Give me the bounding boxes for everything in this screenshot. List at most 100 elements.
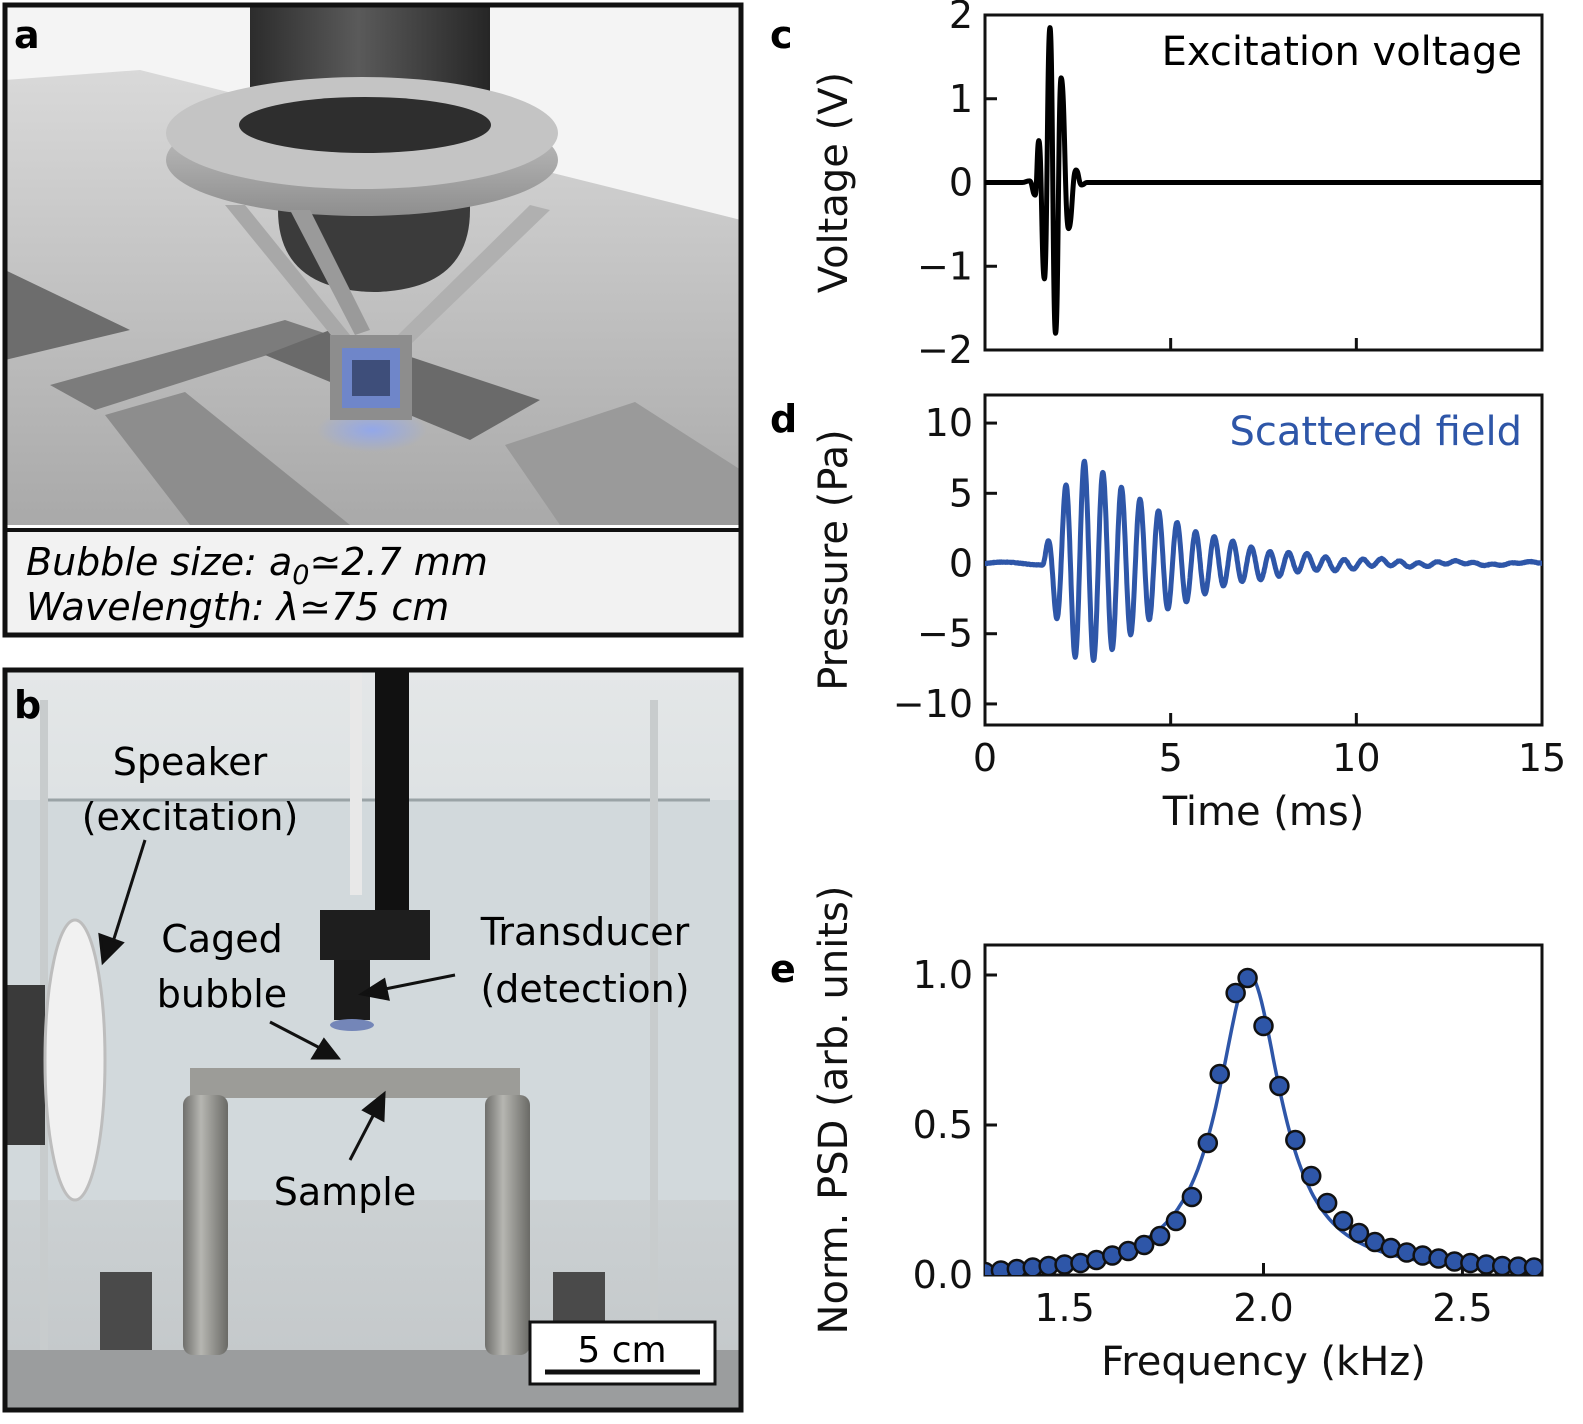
sample-arrow xyxy=(348,1111,377,1161)
pressure-trace xyxy=(985,458,1542,663)
plot-frame xyxy=(983,943,1544,1277)
panel-a-frame xyxy=(2,2,744,638)
panel-b-frame xyxy=(2,667,744,1413)
psd-data-point xyxy=(1316,1192,1338,1214)
cube-inner xyxy=(352,360,390,396)
x-tick-label: 5 xyxy=(1159,736,1183,780)
speaker-body xyxy=(5,985,45,1145)
plot-data xyxy=(985,458,1542,663)
sample-plate xyxy=(190,1068,520,1098)
psd-data-point xyxy=(1237,967,1258,989)
wavelength-caption: Wavelength: λ≃75 cm xyxy=(26,585,449,629)
legend-label: Scattered field xyxy=(1230,409,1522,455)
y-tick-label: 0.0 xyxy=(913,1253,973,1297)
y-axis-label: Voltage (V) xyxy=(811,72,857,293)
sample-post xyxy=(485,1095,530,1355)
panel-b-letter: b xyxy=(14,683,41,727)
scale-bar-label: 5 cm xyxy=(577,1330,666,1371)
cage-strut xyxy=(290,210,370,335)
psd-data-point xyxy=(1149,1225,1171,1247)
speaker xyxy=(43,918,107,1202)
tank-edge xyxy=(650,700,658,1350)
annotation-arrows xyxy=(98,839,456,1161)
transducer-label: (detection) xyxy=(480,967,689,1011)
x-tick-label: 1.5 xyxy=(1034,1286,1094,1330)
plot-frame xyxy=(983,393,1544,727)
y-tick-label: 1.0 xyxy=(913,953,973,997)
plot-data xyxy=(985,25,1542,336)
arrow-head xyxy=(310,1037,342,1060)
y-axis-label: Pressure (Pa) xyxy=(811,429,857,691)
x-tick-label: 15 xyxy=(1518,736,1566,780)
x-tick-label: 2.5 xyxy=(1432,1286,1492,1330)
speaker-label: Speaker xyxy=(113,740,268,784)
caged-bubble-label: bubble xyxy=(157,972,287,1016)
water xyxy=(5,800,741,1200)
panel-a: Bubble size: a0≃2.7 mm Wavelength: λ≃75 … xyxy=(2,2,744,638)
transducer-arrow xyxy=(379,973,456,992)
caged-bubble-label: Caged xyxy=(161,917,282,961)
x-tick-label: 2.0 xyxy=(1233,1286,1293,1330)
psd-data-point xyxy=(1181,1186,1203,1208)
y-tick-label: 2 xyxy=(949,0,973,37)
caged-bubble-arrow xyxy=(269,1020,321,1050)
arrow-head xyxy=(358,977,390,1001)
y-tick-label: 0 xyxy=(949,542,973,586)
speaker-arrow xyxy=(110,839,147,946)
chart-psd: 1.5 2.0 2.5 0.0 0.5 1.0 Norm. PSD (arb. units)… xyxy=(811,886,1544,1385)
table-slot xyxy=(105,392,350,525)
panel-c-letter: c xyxy=(770,13,793,57)
panel-e-letter: e xyxy=(770,947,796,991)
psd-data-point xyxy=(1332,1210,1354,1232)
arrow-head xyxy=(361,1090,386,1123)
y-tick-label: −10 xyxy=(893,682,973,726)
psd-data-point xyxy=(1523,1257,1542,1275)
psd-data-point xyxy=(1165,1210,1187,1232)
y-tick-label: 5 xyxy=(949,471,973,515)
psd-data-point xyxy=(1225,982,1246,1004)
cage-strut xyxy=(225,205,350,340)
y-tick-label: 0.5 xyxy=(913,1103,973,1147)
psd-data-point xyxy=(1300,1165,1322,1187)
psd-data-point xyxy=(1348,1222,1370,1244)
y-tick-label: −1 xyxy=(917,244,973,288)
bubble-size-caption: Bubble size: a0≃2.7 mm xyxy=(26,540,488,591)
panel-a-letter: a xyxy=(14,13,40,57)
y-tick-label: 1 xyxy=(949,77,973,121)
legend-label: Excitation voltage xyxy=(1162,29,1522,75)
table-slot xyxy=(505,402,741,525)
psd-data-point xyxy=(1269,1075,1290,1097)
cable xyxy=(350,670,362,895)
panel-d-letter: d xyxy=(770,397,797,441)
plot-data xyxy=(985,967,1542,1275)
psd-data-point xyxy=(1209,1063,1230,1085)
voltage-trace xyxy=(985,25,1542,336)
transducer-label: Transducer xyxy=(480,910,690,954)
y-tick-label: −5 xyxy=(917,612,973,656)
psd-data-point xyxy=(1197,1132,1219,1154)
x-tick-label: 0 xyxy=(973,736,997,780)
transducer-holder xyxy=(320,910,430,960)
psd-data-point xyxy=(1253,1015,1274,1037)
table-slot xyxy=(50,320,330,410)
mount-rod xyxy=(375,670,409,915)
tank-block xyxy=(100,1272,152,1350)
y-tick-label: −2 xyxy=(917,328,973,372)
y-tick-label: 10 xyxy=(925,401,973,445)
speaker-label: (excitation) xyxy=(82,795,299,839)
y-axis-label: Norm. PSD (arb. units) xyxy=(811,886,857,1335)
x-axis-label: Time (ms) xyxy=(1162,789,1365,835)
psd-data-point xyxy=(1285,1129,1306,1151)
table-slot xyxy=(5,270,130,360)
psd-data-point xyxy=(1133,1234,1155,1256)
arrow-head xyxy=(98,932,125,966)
panel-b: Speaker (excitation) Caged bubble Transd… xyxy=(2,667,744,1413)
sample-post xyxy=(183,1095,228,1355)
transducer xyxy=(334,960,370,1020)
x-tick-label: 10 xyxy=(1332,736,1380,780)
y-tick-label: 0 xyxy=(949,161,973,205)
cage-ring-hole xyxy=(239,97,491,153)
x-axis-label: Frequency (kHz) xyxy=(1101,1339,1426,1385)
